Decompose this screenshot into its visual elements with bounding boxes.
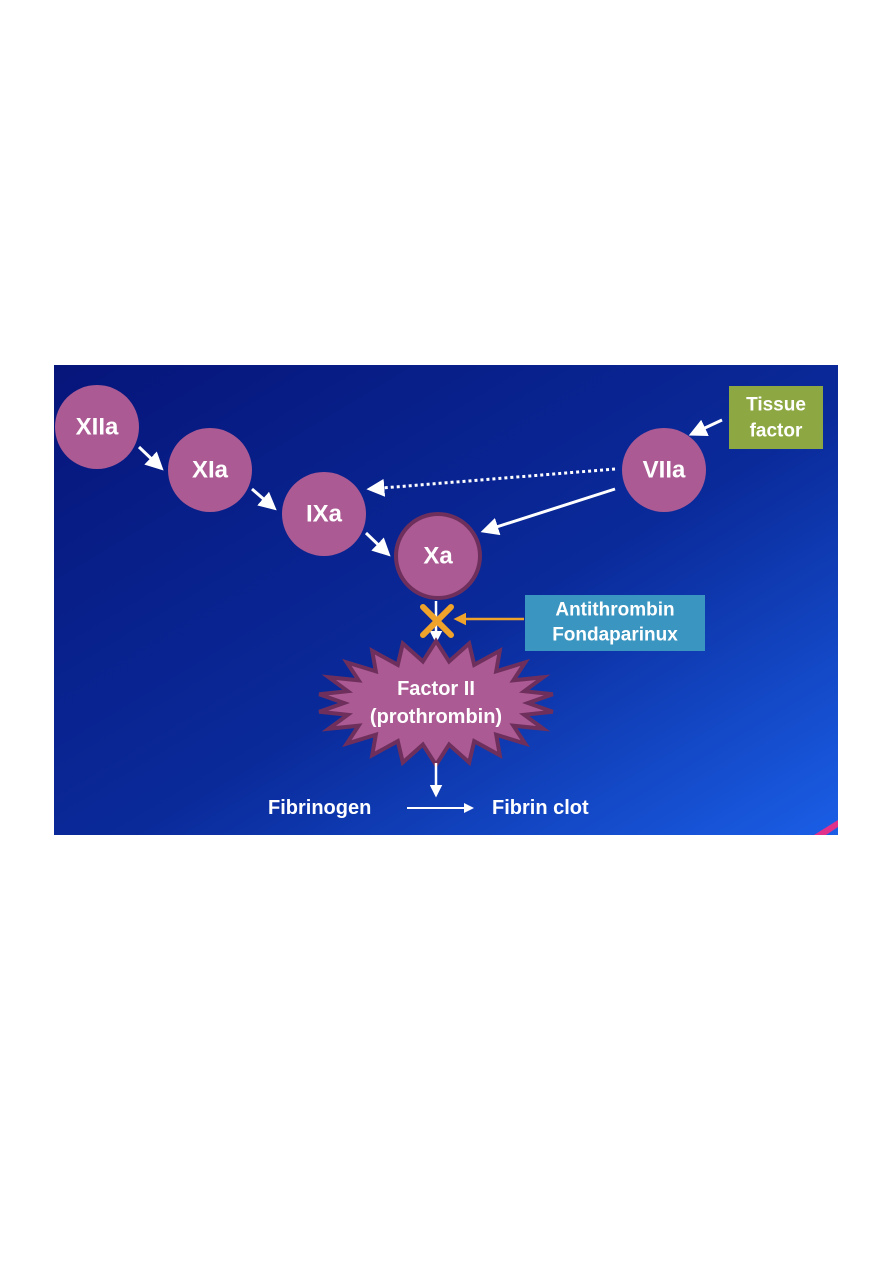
fibrinogen-label: Fibrinogen <box>268 797 371 819</box>
tissue-factor-line2: factor <box>750 421 803 442</box>
node-viia-label: VIIa <box>643 457 686 484</box>
node-xia: XIa <box>168 428 252 512</box>
node-ixa-label: IXa <box>306 501 343 528</box>
edge-viia-ixa-dotted <box>366 467 616 497</box>
edge-ixa-xa <box>364 531 391 557</box>
prothrombin-line2: (prothrombin) <box>370 706 502 728</box>
inhibition-cross-icon <box>420 604 454 638</box>
prothrombin-line1: Factor II <box>397 678 475 700</box>
node-viia: VIIa <box>622 428 706 512</box>
prothrombin-starburst: Factor II (prothrombin) <box>318 637 554 769</box>
node-xiia: XIIa <box>55 385 139 469</box>
node-ixa: IXa <box>282 472 366 556</box>
inhibitor-line2: Fondaparinux <box>552 625 678 646</box>
slide-background <box>54 365 838 835</box>
coagulation-diagram: XIIa XIa IXa Xa VIIa Tissue factor <box>54 365 838 835</box>
inhibitor-line1: Antithrombin <box>555 600 674 621</box>
edge-xiia-xia <box>137 445 164 471</box>
node-xia-label: XIa <box>192 457 229 484</box>
node-xa-label: Xa <box>423 543 453 570</box>
edge-viia-xa <box>480 487 616 536</box>
edge-tissue-viia <box>688 418 723 437</box>
tissue-factor-line1: Tissue <box>746 395 806 416</box>
node-xiia-label: XIIa <box>76 414 119 441</box>
node-xa: Xa <box>394 512 482 600</box>
fibrin-clot-label: Fibrin clot <box>492 797 589 819</box>
tissue-factor-box: Tissue factor <box>729 386 823 449</box>
corner-accent <box>814 820 838 835</box>
inhibitor-box: Antithrombin Fondaparinux <box>525 595 705 651</box>
edge-xia-ixa <box>251 487 277 511</box>
